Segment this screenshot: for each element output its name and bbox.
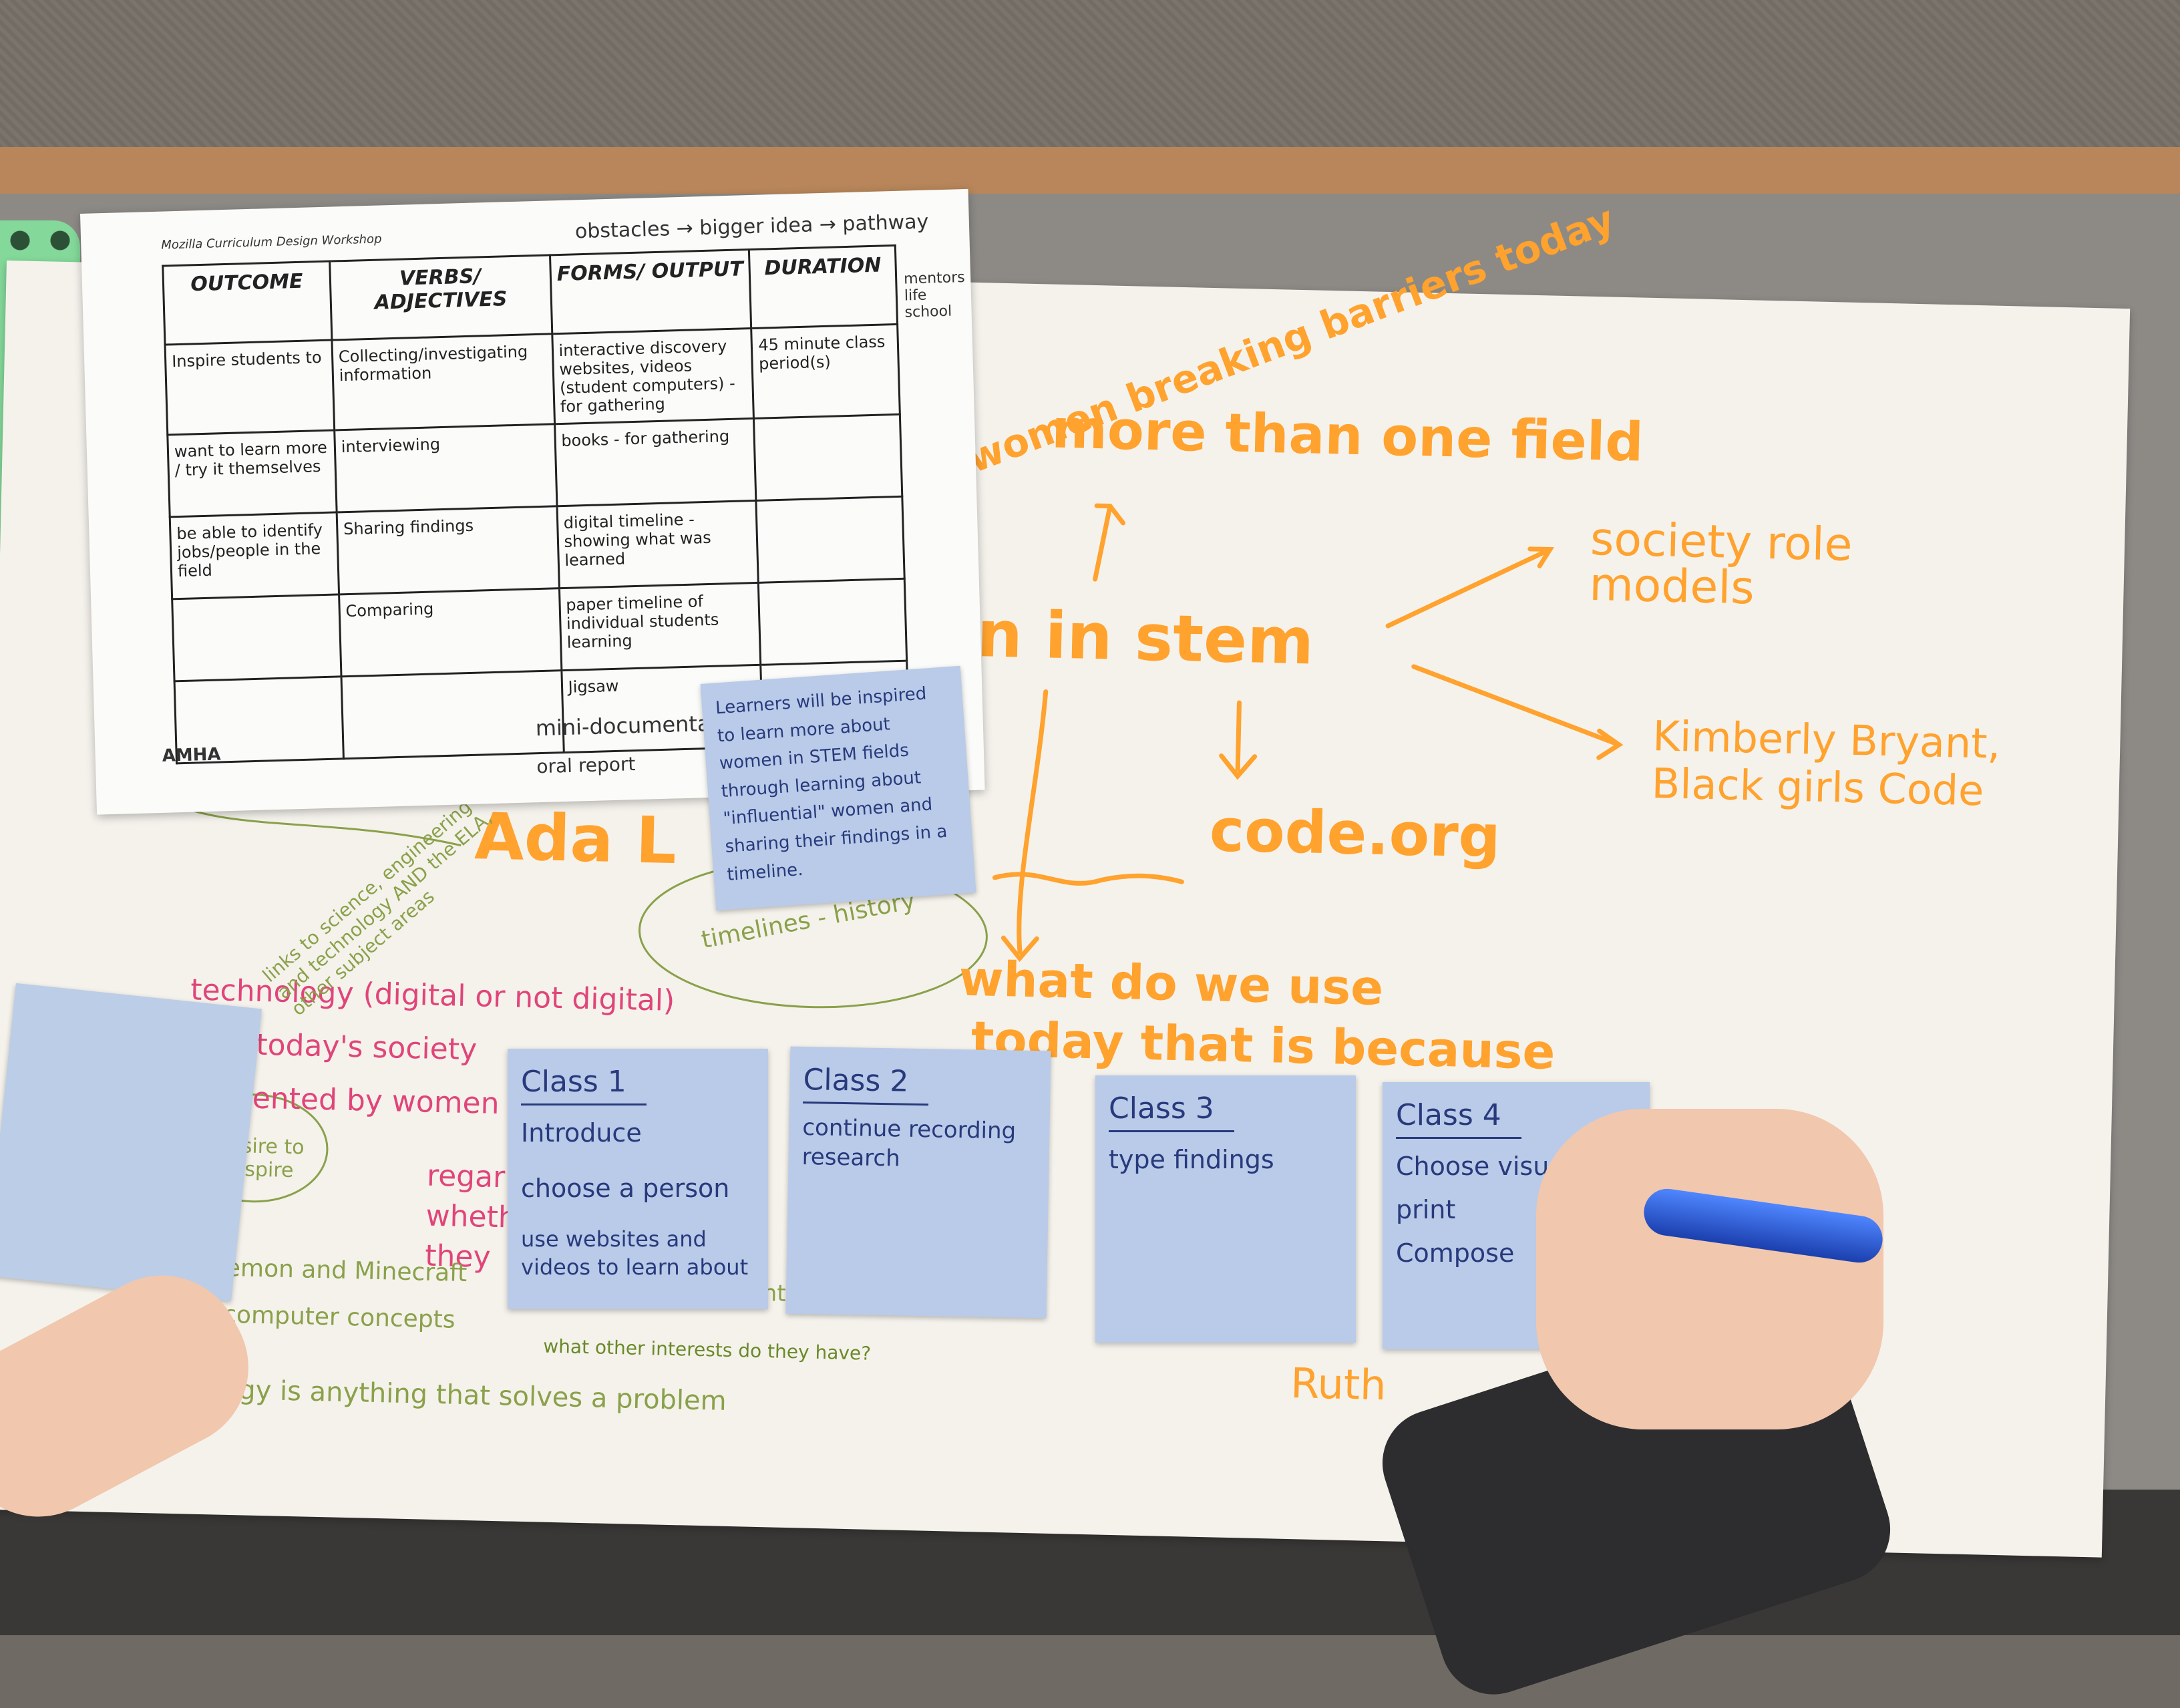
- todays-society-text: today's society: [255, 1027, 478, 1067]
- oral-report-note: oral report: [536, 753, 636, 778]
- class-3-note: Class 3 type findings: [1095, 1075, 1356, 1343]
- class-title: Class 4: [1396, 1094, 1521, 1139]
- poster-arrows: [161, 503, 1624, 1203]
- table-cell: 45 minute class period(s): [751, 324, 900, 419]
- table-cell: digital timeline - showing what was lear…: [556, 500, 759, 588]
- class-2-note: Class 2 continue recording research: [785, 1046, 1051, 1319]
- computer-concepts-text: computer concepts: [222, 1301, 456, 1334]
- note-line: continue recording research: [801, 1114, 1017, 1172]
- table-cell: be able to identify jobs/people in the f…: [170, 512, 339, 599]
- table-cell: books - for gathering: [554, 418, 757, 506]
- regard-text: regar: [426, 1158, 506, 1195]
- table-cell: Inspire students to: [165, 340, 335, 435]
- column-header: DURATION: [749, 245, 898, 329]
- table-cell: [172, 594, 341, 681]
- note-line: use websites and videos to learn about: [521, 1226, 749, 1280]
- what-do-we-use-text: what do we use: [958, 950, 1385, 1017]
- center-topic-text: en in stem: [932, 595, 1315, 679]
- class-title: Class 1: [521, 1061, 647, 1105]
- column-header: VERBS/ ADJECTIVES: [329, 254, 552, 341]
- column-header: FORMS/ OUTPUT: [550, 249, 752, 334]
- society-role-models-text: society role models: [1588, 512, 1853, 615]
- table-cell: Comparing: [339, 588, 562, 677]
- code-org-text: code.org: [1208, 796, 1501, 871]
- handout-header: Mozilla Curriculum Design Workshop: [161, 232, 382, 252]
- note-line: Choose visual: [1396, 1151, 1572, 1181]
- table-cell: paper timeline of individual students le…: [559, 582, 761, 671]
- note-line: Introduce: [521, 1118, 642, 1148]
- whether-text: wheth: [425, 1198, 518, 1235]
- side-note: mentors life school: [903, 269, 966, 321]
- table-cell: [753, 414, 902, 501]
- column-header: OUTCOME: [162, 261, 332, 345]
- table-cell: Sharing findings: [336, 506, 560, 594]
- note-line: type findings: [1109, 1144, 1274, 1174]
- signature: AMHA: [162, 744, 221, 766]
- obstacles-note: obstacles → bigger idea → pathway: [574, 210, 929, 244]
- table-cell: want to learn more / try it themselves: [167, 430, 337, 517]
- learners-sticky-note: Learners will be inspired to learn more …: [700, 665, 976, 911]
- table-cell: [758, 578, 907, 665]
- ruth-text: Ruth: [1290, 1359, 1387, 1410]
- table-cell: Collecting/investigating information: [331, 333, 555, 431]
- right-hand: [1536, 1109, 1883, 1429]
- blank-sticky-note: [0, 983, 262, 1302]
- class-title: Class 3: [1109, 1087, 1234, 1132]
- table-cell: [756, 496, 905, 583]
- table-cell: interactive discovery websites, videos (…: [552, 328, 754, 424]
- class-title: Class 2: [803, 1058, 929, 1106]
- table-cell: [341, 670, 564, 759]
- poster-paper: women breaking barriers today more than …: [0, 196, 2131, 1558]
- note-line: print: [1396, 1194, 1456, 1224]
- note-line: choose a person: [521, 1173, 730, 1203]
- table-cell: interviewing: [334, 423, 557, 512]
- class-1-note: Class 1 Introduce choose a person use we…: [508, 1049, 768, 1309]
- note-line: Compose: [1396, 1238, 1515, 1268]
- kimberly-bryant-text: Kimberly Bryant, Black girls Code: [1651, 711, 2002, 816]
